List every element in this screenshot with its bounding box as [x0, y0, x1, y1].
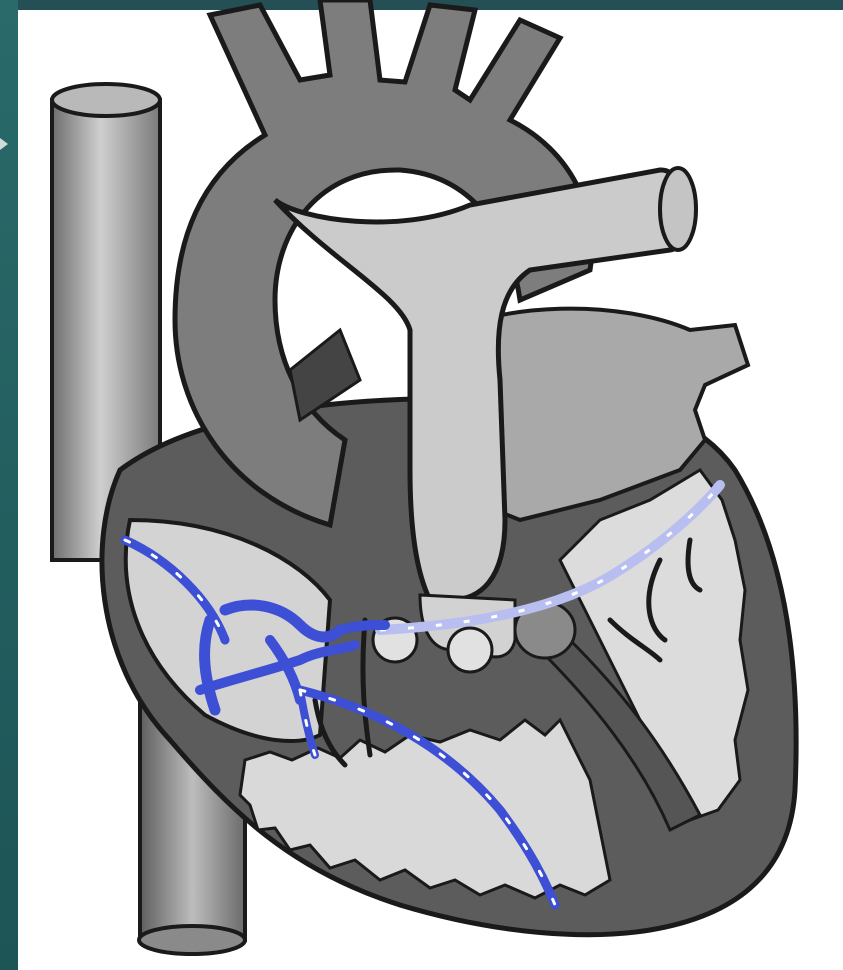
bundle-of-his	[340, 625, 385, 630]
